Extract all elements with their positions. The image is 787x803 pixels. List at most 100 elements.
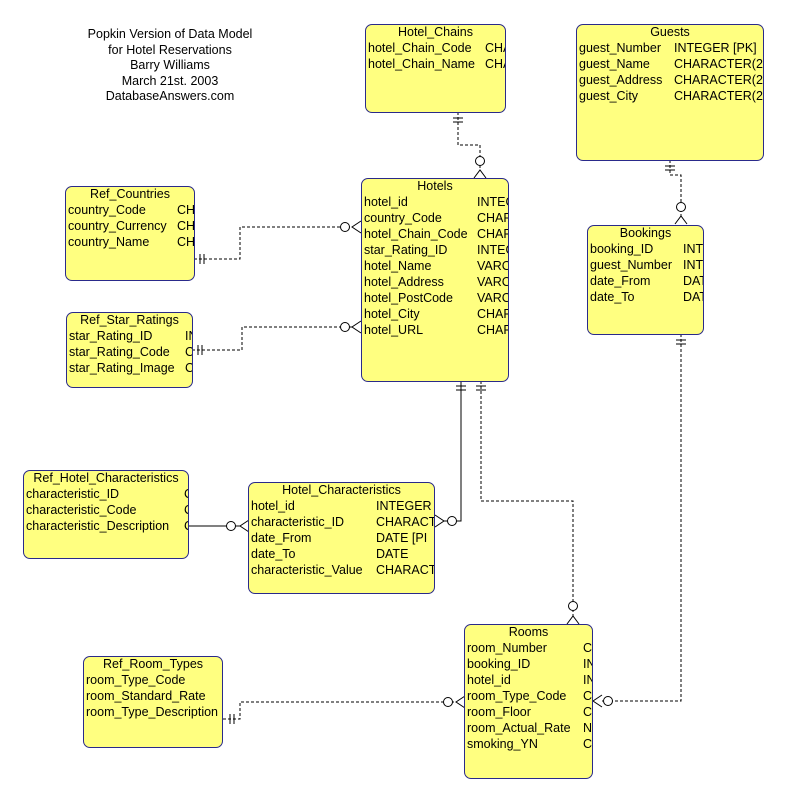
attribute-name: booking_ID	[467, 657, 531, 671]
attribute-name: characteristic_Description	[26, 519, 170, 533]
attribute-name: date_To	[590, 290, 635, 304]
attribute-name: guest_Address	[579, 73, 663, 87]
attribute-type: INTEG	[477, 243, 508, 257]
rel-starratings-zero-circle	[340, 322, 350, 332]
attribute-type: DAT	[683, 290, 703, 304]
rel-bookings-crowfoot	[592, 694, 603, 708]
attribute-name: characteristic_ID	[26, 487, 120, 501]
rel-starratings-hotels	[192, 326, 352, 351]
attribute-row: characteristic_Value CHARACT	[249, 562, 434, 578]
attribute-name: date_To	[251, 547, 296, 561]
attribute-name: characteristic_Code	[26, 503, 137, 517]
attribute-row: characteristic_Description C	[24, 518, 188, 534]
attribute-type: C	[583, 705, 593, 719]
attribute-name: star_Rating_ID	[69, 329, 153, 343]
attribute-type: C	[583, 737, 593, 751]
author-line: Barry Williams	[130, 58, 210, 72]
attribute-row: booking_ID IN	[465, 656, 592, 672]
entity-ref-room-types[interactable]: Ref_Room_Types room_Type_Code room_Stand…	[83, 656, 223, 748]
attribute-type: VARC	[477, 275, 509, 289]
entity-title: Bookings	[619, 226, 672, 240]
attribute-row: star_Rating_ID IN	[67, 328, 192, 344]
rel-hotels-rooms	[480, 381, 574, 616]
attribute-name: room_Type_Code	[467, 689, 567, 703]
attribute-name: date_From	[590, 274, 651, 288]
attribute-type: IN	[583, 657, 592, 671]
attribute-type: C	[583, 689, 593, 703]
entity-title: Hotels	[417, 179, 453, 193]
attribute-type: CHARACT	[376, 563, 435, 577]
attribute-name: hotel_Name	[364, 259, 432, 273]
rel-hotels-rooms-zero-circle	[568, 601, 578, 611]
attribute-row: date_To DAT	[588, 289, 703, 305]
attribute-type: DAT	[683, 274, 703, 288]
attribute-type: CHARACT	[376, 515, 435, 529]
attribute-type: VARC	[477, 259, 509, 273]
attribute-type: C	[184, 518, 188, 534]
entity-ref-hotel-characteristics[interactable]: Ref_Hotel_Characteristics characteristic…	[23, 470, 189, 559]
rel-hotels-hotelchars	[444, 381, 462, 522]
attribute-type: INT	[683, 242, 704, 256]
attribute-type: CHA	[485, 41, 505, 55]
entity-title: Guests	[650, 25, 690, 39]
attribute-name: hotel_Chain_Name	[368, 57, 476, 71]
attribute-row: room_Standard_Rate	[84, 688, 222, 704]
attribute-row: characteristic_ID C	[24, 486, 188, 502]
website-line: DatabaseAnswers.com	[105, 89, 235, 103]
attribute-type: CHAR	[477, 211, 509, 225]
attribute-type: C	[184, 486, 188, 502]
attribute-name: booking_ID	[590, 242, 654, 256]
rel-refhc-zero-circle	[226, 521, 236, 531]
attribute-name: room_Floor	[467, 705, 531, 719]
attribute-type: DATE	[376, 547, 409, 561]
attribute-name: room_Type_Code	[86, 673, 186, 687]
attribute-type: DATE [PI	[376, 531, 428, 545]
title-line: for Hotel Reservations	[108, 42, 232, 57]
rel-roomtypes-crowfoot	[455, 695, 466, 709]
attribute-row: room_Type_Description	[84, 704, 222, 720]
attribute-row: room_Type_Code	[84, 672, 222, 688]
attribute-name: date_From	[251, 531, 312, 545]
attribute-type: C	[185, 344, 192, 360]
rel-hotelchains-crowfoot	[473, 169, 487, 179]
attribute-type: INTEGER	[376, 499, 432, 513]
attribute-name: country_Name	[68, 235, 150, 249]
rel-guests-zero-circle	[676, 202, 686, 212]
attribute-type: C	[185, 360, 192, 376]
entity-title: Hotel_Chains	[397, 25, 474, 39]
attribute-name: characteristic_Value	[251, 563, 363, 577]
attribute-type: CHAR	[477, 307, 509, 321]
attribute-row: date_From DATE [PI	[249, 530, 434, 546]
rel-countries-hotels	[194, 226, 352, 260]
attribute-name: room_Type_Description	[86, 705, 219, 719]
attribute-name: hotel_Chain_Code	[364, 227, 468, 241]
attribute-name: guest_Name	[579, 57, 650, 71]
attribute-row: room_Floor C	[465, 704, 592, 720]
entity-hotel-characteristics[interactable]: Hotel_Characteristics hotel_id INTEGER ch…	[248, 482, 435, 594]
attribute-type: IN	[185, 329, 192, 343]
rel-hotels-hc-zero-circle	[447, 516, 457, 526]
attribute-row: booking_ID INT	[588, 241, 703, 257]
date-line: March 21st. 2003	[121, 73, 219, 88]
attribute-row: date_To DATE	[249, 546, 434, 562]
attribute-name: hotel_id	[251, 499, 295, 513]
entity-title: Hotel_Characteristics	[282, 483, 401, 497]
